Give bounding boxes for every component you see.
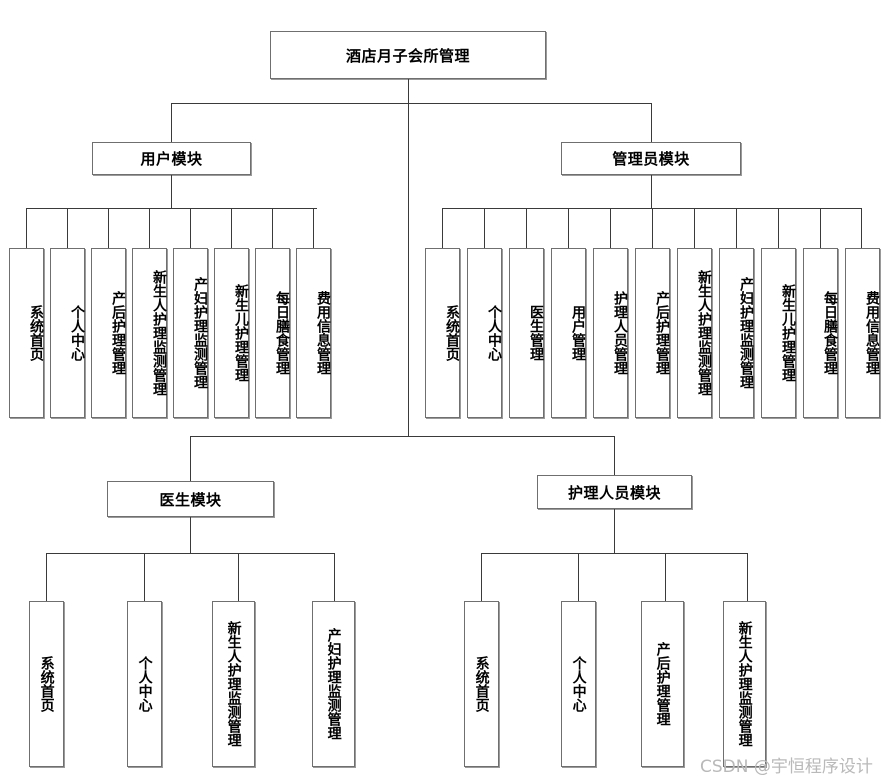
node-admin-leaf-3[interactable]: 用户管理 xyxy=(551,248,586,418)
connector-admin-child-9 xyxy=(820,208,821,248)
connector-user-bus xyxy=(26,208,317,209)
connector-lower-bus xyxy=(190,436,615,437)
connector-user-child-2 xyxy=(108,208,109,248)
node-doctor-leaf-1[interactable]: 个人中心 xyxy=(127,601,162,767)
connector-user-child-4 xyxy=(190,208,191,248)
node-admin-leaf-10[interactable]: 费用信息管理 xyxy=(845,248,880,418)
node-user-leaf-6[interactable]: 每日膳食管理 xyxy=(255,248,290,418)
connector-admin-child-8 xyxy=(778,208,779,248)
connector-admin-bus xyxy=(442,208,861,209)
node-admin-leaf-6[interactable]: 新生人护理监测管理 xyxy=(677,248,712,418)
connector-doctor-child-3 xyxy=(334,553,335,601)
node-module-doctor[interactable]: 医生模块 xyxy=(107,481,274,517)
node-admin-leaf-0[interactable]: 系统首页 xyxy=(425,248,460,418)
connector-admin-child-4 xyxy=(610,208,611,248)
node-nurse-leaf-1[interactable]: 个人中心 xyxy=(561,601,596,767)
node-admin-leaf-7[interactable]: 产妇护理监测管理 xyxy=(719,248,754,418)
node-module-nurse[interactable]: 护理人员模块 xyxy=(537,475,692,509)
connector-doctor-bus xyxy=(46,553,335,554)
connector-admin-child-5 xyxy=(652,208,653,248)
node-nurse-leaf-3[interactable]: 新生人护理监测管理 xyxy=(723,601,766,767)
connector-doctor-child-2 xyxy=(238,553,239,601)
connector-nurse-child-3 xyxy=(747,553,748,601)
connector-admin-child-2 xyxy=(526,208,527,248)
connector-admin-child-6 xyxy=(694,208,695,248)
node-admin-leaf-2[interactable]: 医生管理 xyxy=(509,248,544,418)
node-user-leaf-3[interactable]: 新生人护理监测管理 xyxy=(132,248,167,418)
node-admin-leaf-1[interactable]: 个人中心 xyxy=(467,248,502,418)
node-nurse-leaf-0[interactable]: 系统首页 xyxy=(464,601,499,767)
node-admin-leaf-5[interactable]: 产后护理管理 xyxy=(635,248,670,418)
node-user-leaf-4[interactable]: 产妇护理监测管理 xyxy=(173,248,208,418)
node-user-leaf-7[interactable]: 费用信息管理 xyxy=(296,248,331,418)
connector-admin-child-10 xyxy=(861,208,862,248)
connector-user-child-0 xyxy=(26,208,27,248)
node-admin-leaf-4[interactable]: 护理人员管理 xyxy=(593,248,628,418)
connector-user-stem xyxy=(171,175,172,208)
connector-admin-child-1 xyxy=(484,208,485,248)
node-nurse-leaf-2[interactable]: 产后护理管理 xyxy=(641,601,684,767)
node-doctor-leaf-2[interactable]: 新生人护理监测管理 xyxy=(212,601,255,767)
connector-root-lower-stem xyxy=(408,103,409,436)
connector-to-doctor-module xyxy=(190,436,191,481)
node-admin-leaf-8[interactable]: 新生儿护理管理 xyxy=(761,248,796,418)
connector-admin-child-7 xyxy=(736,208,737,248)
connector-root-stem xyxy=(408,79,409,103)
connector-nurse-child-2 xyxy=(665,553,666,601)
node-user-leaf-0[interactable]: 系统首页 xyxy=(9,248,44,418)
connector-admin-child-0 xyxy=(442,208,443,248)
connector-admin-stem xyxy=(651,175,652,208)
connector-user-child-3 xyxy=(149,208,150,248)
connector-doctor-child-1 xyxy=(144,553,145,601)
node-admin-leaf-9[interactable]: 每日膳食管理 xyxy=(803,248,838,418)
connector-admin-child-3 xyxy=(568,208,569,248)
node-doctor-leaf-0[interactable]: 系统首页 xyxy=(29,601,64,767)
connector-nurse-stem xyxy=(614,509,615,553)
connector-to-user-module xyxy=(171,103,172,142)
connector-user-child-7 xyxy=(313,208,314,248)
node-user-leaf-5[interactable]: 新生儿护理管理 xyxy=(214,248,249,418)
connector-nurse-child-0 xyxy=(481,553,482,601)
node-user-leaf-1[interactable]: 个人中心 xyxy=(50,248,85,418)
connector-user-child-6 xyxy=(272,208,273,248)
connector-user-child-5 xyxy=(231,208,232,248)
csdn-watermark: CSDN @宇恒程序设计 xyxy=(700,757,873,777)
connector-user-child-1 xyxy=(67,208,68,248)
node-user-leaf-2[interactable]: 产后护理管理 xyxy=(91,248,126,418)
connector-doctor-stem xyxy=(190,517,191,553)
node-module-admin[interactable]: 管理员模块 xyxy=(561,142,741,175)
node-module-user[interactable]: 用户模块 xyxy=(92,142,251,175)
connector-to-admin-module xyxy=(651,103,652,142)
connector-nurse-bus xyxy=(481,553,747,554)
connector-doctor-child-0 xyxy=(46,553,47,601)
connector-level2-bus xyxy=(171,103,652,104)
connector-to-nurse-module xyxy=(614,436,615,475)
connector-nurse-child-1 xyxy=(578,553,579,601)
node-doctor-leaf-3[interactable]: 产妇护理监测管理 xyxy=(312,601,355,767)
node-root[interactable]: 酒店月子会所管理 xyxy=(270,31,546,79)
